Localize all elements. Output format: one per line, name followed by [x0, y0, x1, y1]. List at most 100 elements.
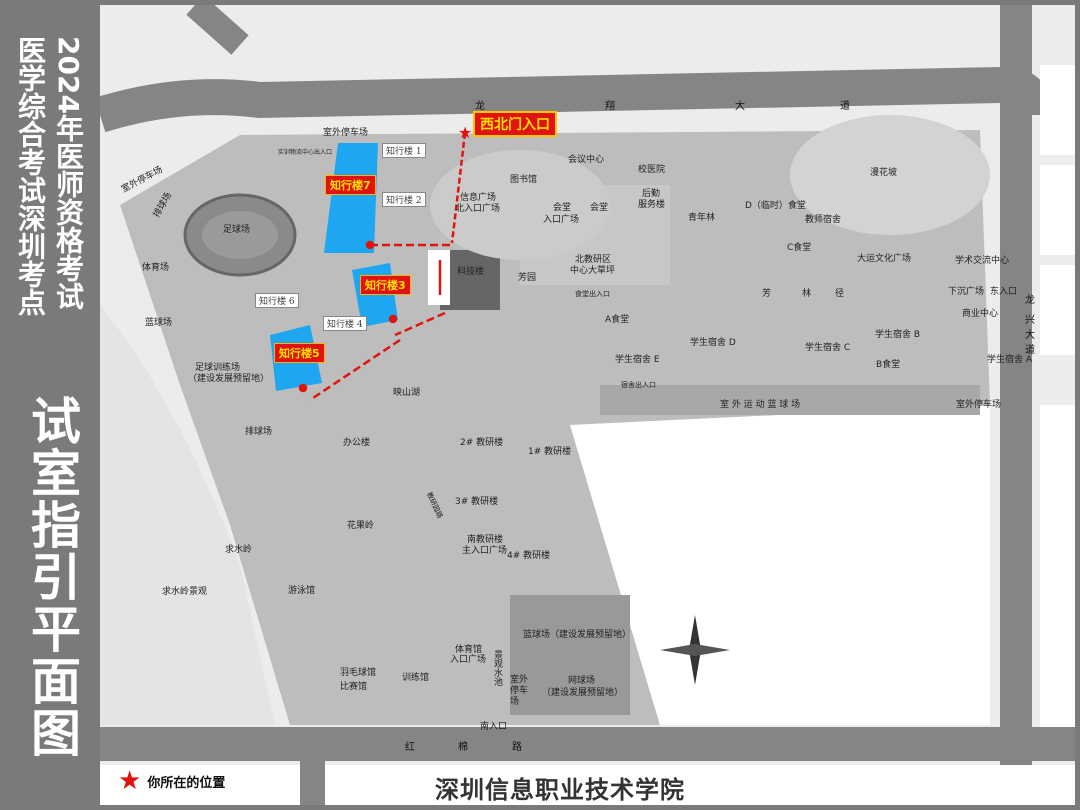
map-label: 室外停车场 [956, 400, 1002, 410]
map-label: C食堂 [787, 243, 812, 253]
road-label: 路 [512, 742, 522, 753]
map-label: 4# 教研楼 [507, 551, 551, 561]
map-label: 1# 教研楼 [528, 447, 572, 457]
building-label: 知行楼 1 [382, 143, 426, 158]
map-label: 南入口 [480, 722, 508, 732]
road-label: 大 [735, 101, 745, 112]
map-label: 比赛馆 [340, 682, 368, 692]
map-label: 会堂 [590, 203, 609, 213]
map-label: 林 [802, 289, 812, 299]
current-location-star-icon: ★ [458, 123, 473, 142]
map-label: 南教研楼 [467, 535, 504, 545]
map-label: A食堂 [605, 315, 630, 325]
map-label: 入口广场 [543, 215, 580, 225]
map-label: 足球训练场 [195, 363, 241, 373]
road-label: 棉 [458, 742, 468, 753]
map-background [100, 5, 1075, 805]
map-label: 食堂出入口 [575, 290, 610, 298]
road-label: 红 [405, 742, 415, 753]
building-label: 知行楼 6 [255, 293, 299, 308]
legend-label: 你所在的位置 [147, 775, 226, 791]
map-label: 办公楼 [343, 438, 371, 448]
road-label: 道 [840, 101, 850, 112]
map-label: 排球场 [245, 427, 273, 437]
map-label: 下沉广场 [948, 287, 985, 297]
compass-icon [660, 615, 730, 685]
map-label: 北教研区 [575, 255, 612, 265]
map-label: 教师宿舍 [805, 215, 842, 225]
building-label: 知行楼 4 [323, 316, 367, 331]
map-label: B食堂 [876, 360, 901, 370]
map-label: 游泳馆 [288, 586, 316, 596]
map-label: 服务楼 [638, 200, 666, 210]
map-label: 体育场 [142, 263, 170, 273]
map-label: 训练馆 [402, 673, 430, 683]
zhixing-7-block [324, 143, 378, 253]
map-label: 芳 [762, 289, 772, 299]
map-label: 图书馆 [510, 175, 538, 185]
map-label: 羽毛球馆 [340, 668, 377, 678]
map-label: 芳园 [518, 273, 537, 283]
map-label: 映山湖 [393, 388, 421, 398]
road-label: 道 [1025, 345, 1035, 356]
map-label: 室外停车场 [323, 128, 369, 138]
exam-building-tag: 知行楼5 [274, 343, 325, 363]
map-label: 景观水池 [492, 650, 502, 686]
map-label: 会堂 [553, 203, 572, 213]
road-label: 龙 [475, 101, 485, 112]
map-label: （建设发展预留地） [188, 374, 270, 384]
map-label: 室 外 运 动 蓝 球 场 [720, 400, 801, 410]
map-label: 主入口广场 [462, 546, 508, 556]
road-label: 翔 [605, 101, 615, 112]
map-label: 后勤 [642, 189, 661, 199]
school-name: 深圳信息职业技术学院 [435, 776, 685, 804]
map-label: 会议中心 [568, 155, 605, 165]
road-label: 龙 [1025, 295, 1035, 306]
map-label: 校医院 [638, 165, 666, 175]
map-label: （建设发展预留地） [542, 688, 624, 698]
road-label: 兴 [1025, 315, 1035, 326]
campus-map: 龙 翔 大 道 红 棉 路 龙 兴 大 道 ★ 西北门入口 知行楼7 知行楼3 … [100, 5, 1075, 805]
map-legend: ★ 你所在的位置 [118, 768, 225, 794]
map-label: 足球场 [223, 225, 251, 235]
map-label: 3# 教研楼 [455, 497, 499, 507]
map-label: 室外停车场 [510, 675, 529, 707]
map-label: 北入口广场 [455, 204, 501, 214]
map-label: 蓝球场 [145, 318, 173, 328]
map-label: 求水岭 [225, 545, 253, 555]
map-label: 学生宿舍 D [690, 338, 736, 348]
map-label: 学术交流中心 [955, 256, 1010, 266]
map-label: 学生宿舍 E [615, 355, 660, 365]
map-title: 试室指引平面图 [23, 395, 81, 759]
map-label: 入口广场 [450, 655, 487, 665]
map-label: 信息广场 [460, 193, 497, 203]
map-label: 青年林 [688, 213, 716, 223]
red-star-icon: ★ [118, 766, 142, 796]
map-label: 大运文化广场 [857, 254, 912, 264]
map-label: 学生宿舍 A [987, 355, 1033, 365]
exam-subtitle: 医学综合考试深圳考点 [14, 36, 47, 316]
exam-building-tag: 知行楼7 [325, 175, 376, 195]
exam-title: 2024年医师资格考试 [52, 36, 85, 310]
northwest-entrance-tag: 西北门入口 [473, 111, 557, 137]
map-label: 科技楼 [457, 267, 485, 277]
map-label: 中心大草坪 [570, 266, 616, 276]
map-label: 漫花坡 [870, 168, 898, 178]
map-label: 花果岭 [347, 521, 375, 531]
map-label: 2# 教研楼 [460, 438, 504, 448]
map-label: 学生宿舍 B [875, 330, 921, 340]
map-label: D（临时）食堂 [745, 201, 806, 211]
exam-building-tag: 知行楼3 [360, 275, 411, 295]
map-label: 体育馆 [455, 645, 483, 655]
building-label: 知行楼 2 [382, 192, 426, 207]
title-sidebar: 2024年医师资格考试 医学综合考试深圳考点 试室指引平面图 [0, 0, 100, 810]
map-label: 学生宿舍 C [805, 343, 851, 353]
map-label: 宿舍出入口 [621, 381, 656, 389]
map-label: 东入口 [990, 287, 1018, 297]
map-label: 网球场 [568, 676, 596, 686]
road-label: 大 [1025, 330, 1035, 341]
map-label: 求水岭景观 [162, 587, 208, 597]
map-label: 实训物流中心出入口 [278, 149, 333, 156]
map-label: 径 [835, 289, 845, 299]
map-label: 篮球场（建设发展预留地） [523, 630, 632, 640]
